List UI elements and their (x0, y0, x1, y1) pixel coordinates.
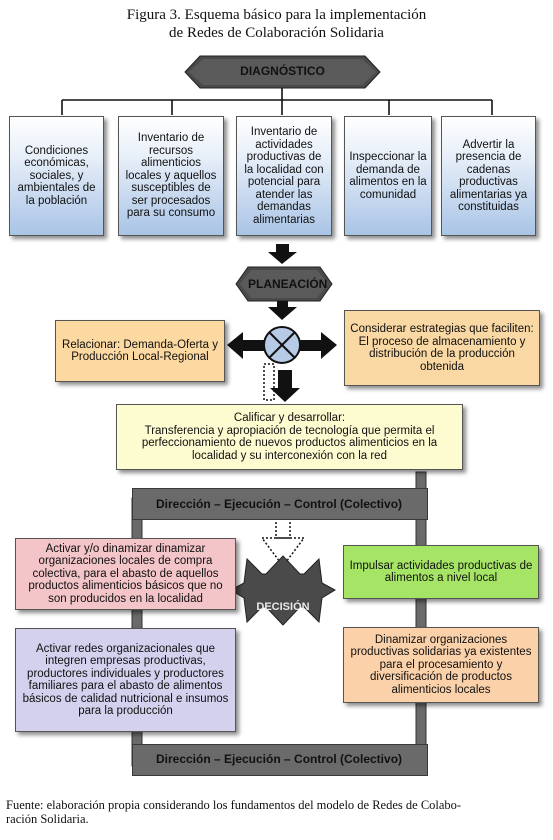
arrow-to-planeacion (268, 244, 297, 264)
figure-caption-line2: de Redes de Colaboración Solidaria (169, 25, 384, 41)
control-bar-top (132, 488, 428, 520)
relacionar-box: Relacionar: Demanda-Oferta y Producción … (55, 320, 225, 382)
dotted-connector-left (263, 363, 275, 401)
calificar-title: Calificar y desarrollar: (233, 412, 346, 424)
arrow-left (227, 332, 264, 359)
decision-title: DECISIÓN (256, 601, 310, 613)
planeacion-title: PLANEACIÓN (248, 277, 328, 291)
dinamizar-organizaciones-box: Dinamizar organizaciones productivas sol… (343, 627, 539, 703)
diagnostico-connectors (61, 88, 493, 115)
diagnostico-title: DIAGNÓSTICO (240, 64, 325, 78)
diagnostico-box-inventario-recursos: Inventario de recursos alimenticios loca… (118, 116, 224, 236)
control-bar-bottom (132, 744, 428, 776)
impulsar-actividades-box: Impulsar actividades productivas de alim… (343, 545, 539, 599)
considerar-body: El proceso de almacenamiento y distribuc… (358, 335, 526, 373)
dotted-arrow-to-decision (260, 511, 306, 568)
arrow-to-circle (268, 301, 297, 320)
diagnostico-box-condiciones: Condiciones económicas, sociales, y ambi… (9, 116, 104, 236)
activar-compra-colectiva-box: Activar y/o dinamizar dinamizar organiza… (15, 538, 236, 610)
control-bar-bottom-label: Dirección – Ejecución – Control (Colecti… (155, 752, 403, 766)
considerar-title: Considerar estrategias que faciliten: (350, 323, 534, 335)
crossed-circle-icon (263, 326, 301, 364)
arrow-right (300, 332, 337, 359)
footer-source-line2: ración Solidaria. (6, 812, 89, 826)
activar-redes-box: Activar redes organizacionales que integ… (15, 628, 236, 732)
diagnostico-box-advertir: Advertir la presencia de cadenas product… (441, 116, 536, 236)
arrow-to-calificar (270, 370, 300, 402)
calificar-body: Transferencia y apropiación de tecnologí… (141, 424, 438, 462)
considerar-box: Considerar estrategias que faciliten: El… (344, 310, 540, 386)
calificar-box: Calificar y desarrollar: Transferencia y… (116, 404, 463, 470)
diagnostico-box-inspeccionar: Inspeccionar la demanda de alimentos en … (344, 116, 432, 236)
control-bar-top-label: Dirección – Ejecución – Control (Colecti… (155, 497, 403, 511)
figure-caption-line1: Figura 3. Esquema básico para la impleme… (126, 7, 427, 23)
diagnostico-box-inventario-actividades: Inventario de actividades productivas de… (236, 116, 332, 236)
footer-source-line1: Fuente: elaboración propia considerando … (6, 798, 462, 812)
decision-cross-shape (229, 555, 337, 626)
